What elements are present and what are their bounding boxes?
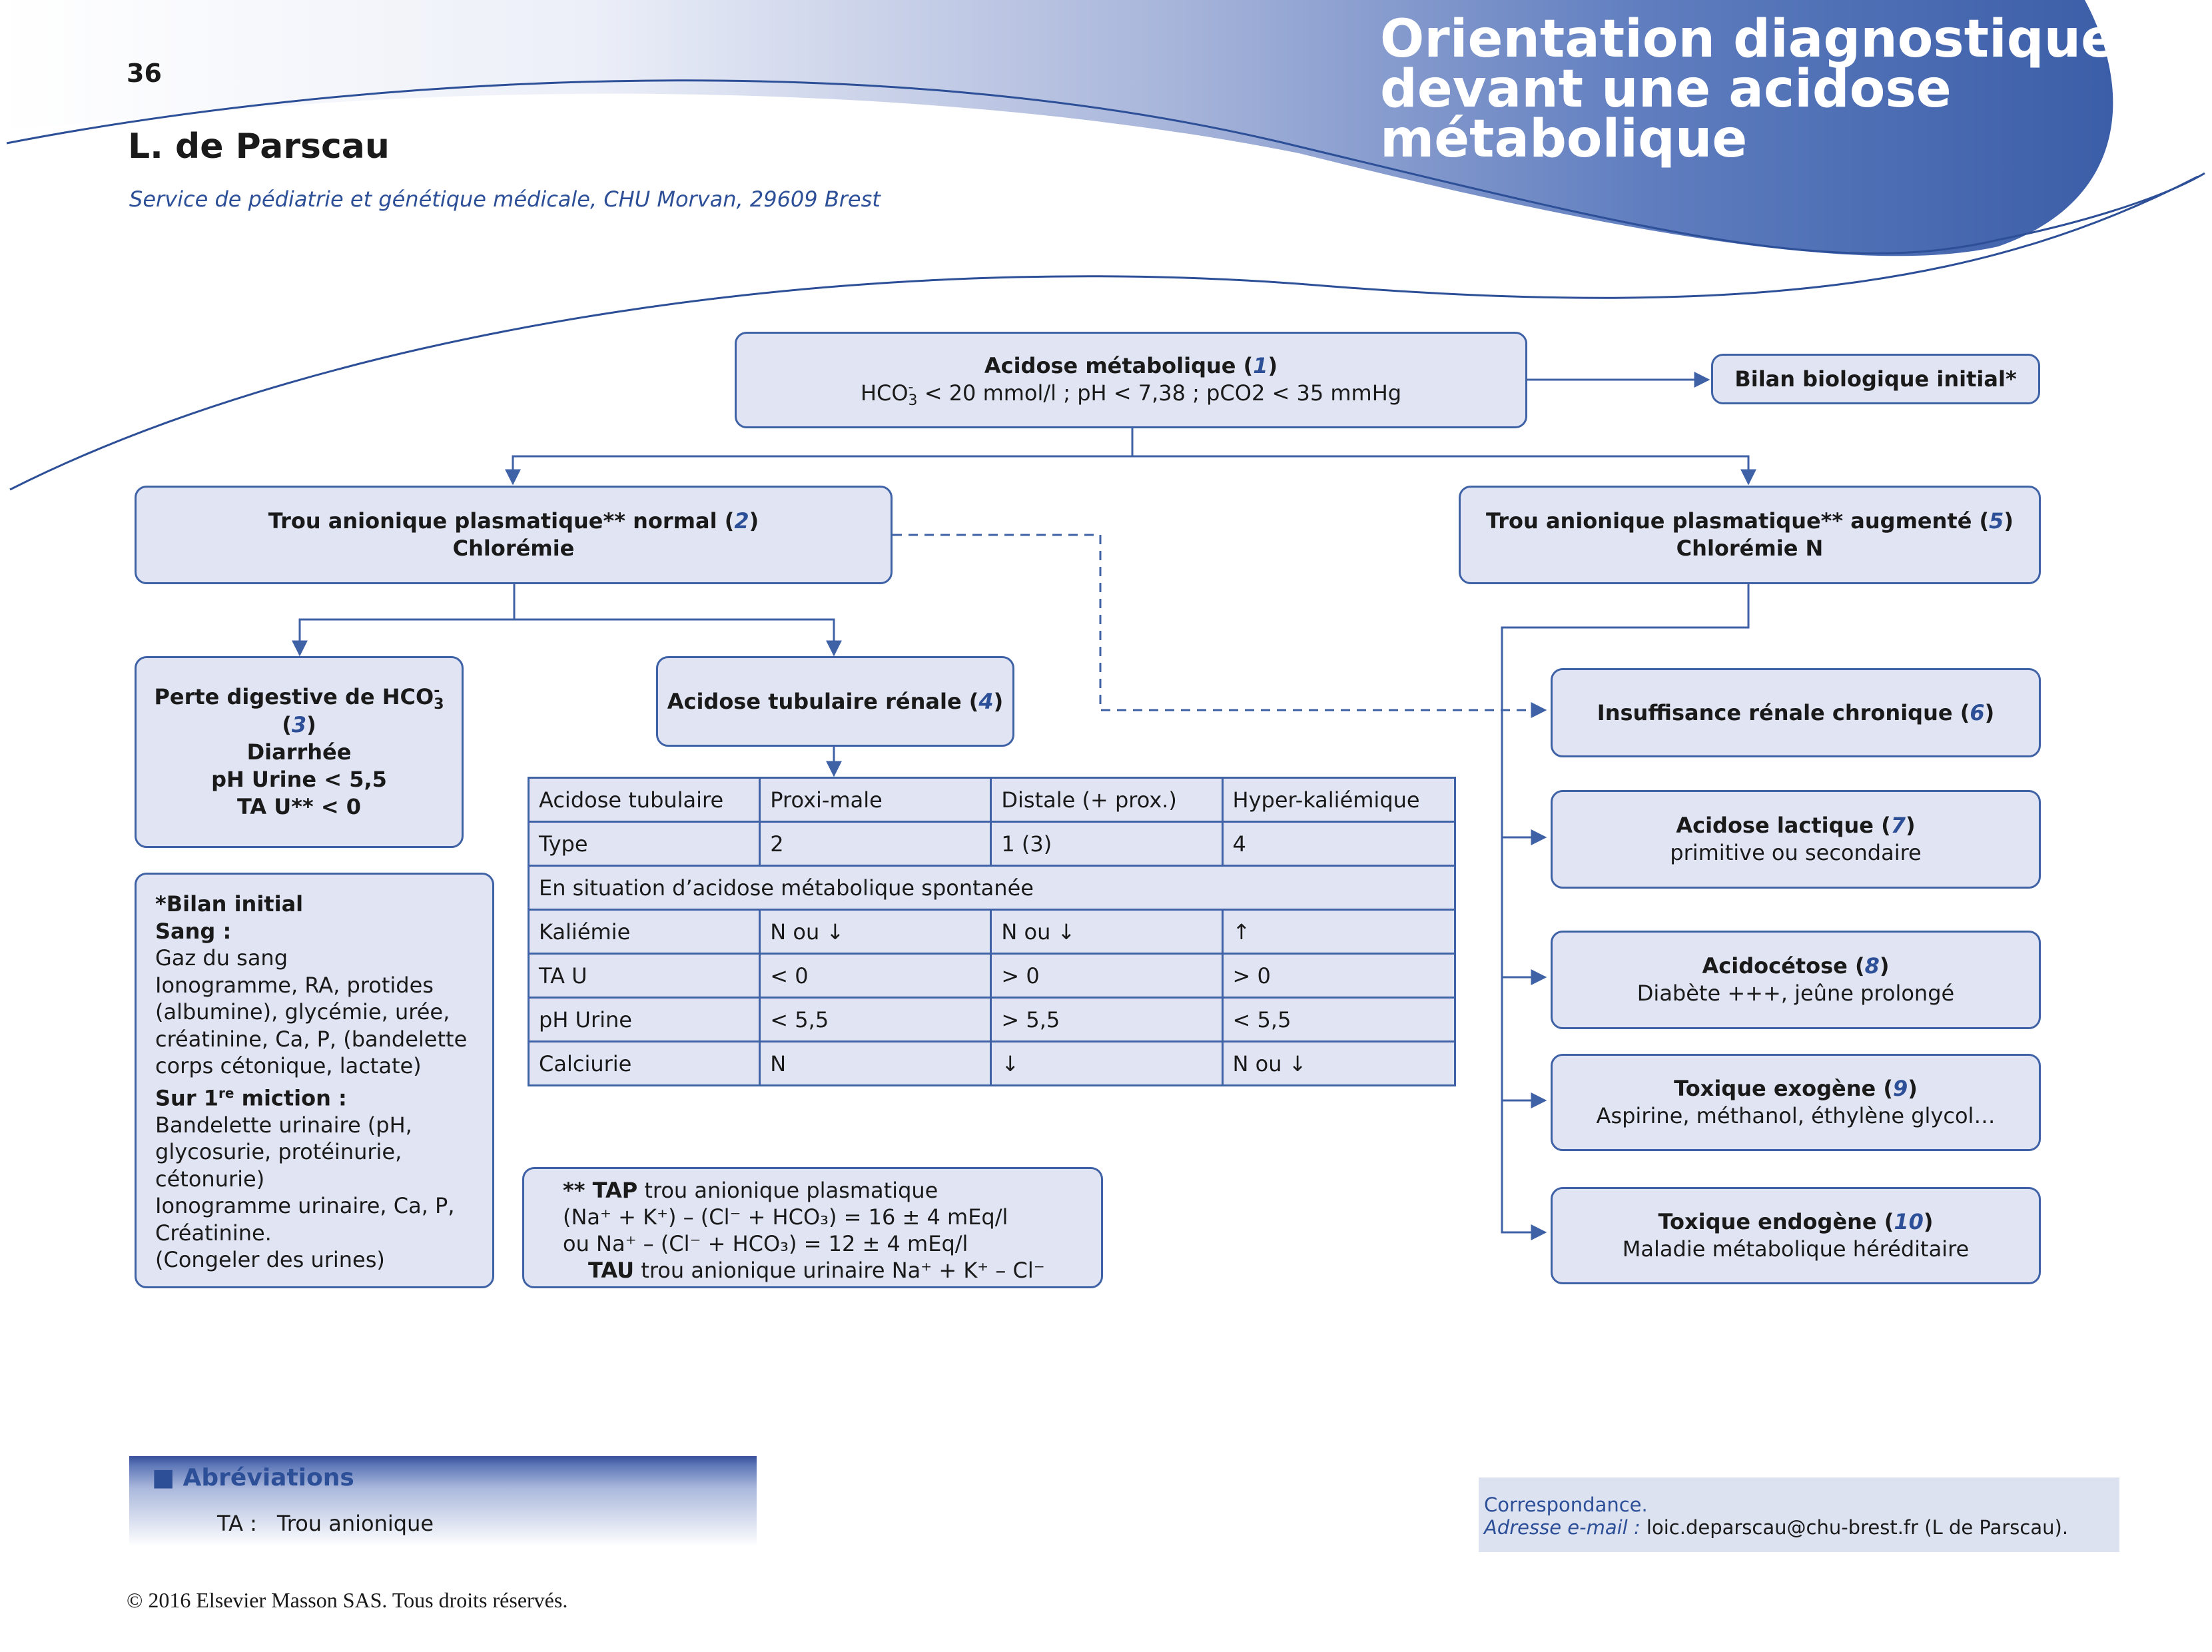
table-cell: Proxi-male	[759, 777, 992, 823]
table-row: Kaliémie N ou ↓ N ou ↓ ↑	[527, 909, 1457, 955]
table-cell: Calciurie	[527, 1040, 761, 1086]
table-cell: Distale (+ prox.)	[990, 777, 1224, 823]
table-header-row: Acidose tubulaire Proxi-male Distale (+ …	[527, 777, 1457, 823]
table-cell: N	[759, 1040, 992, 1086]
node-acidocetose: Acidocétose (8) Diabète +++, jeûne prolo…	[1551, 931, 2041, 1029]
table-cell: pH Urine	[527, 997, 761, 1042]
node-perte-digestive: Perte digestive de HCO-3 (3) Diarrhée pH…	[135, 656, 464, 848]
table-cell: ↑	[1221, 909, 1457, 955]
abbreviations-title: ■ Abréviations	[152, 1464, 354, 1491]
table-cell: Kaliémie	[527, 909, 761, 955]
table-cell: TA U	[527, 953, 761, 999]
table-row: Calciurie N ↓ N ou ↓	[527, 1040, 1457, 1086]
node-bilan-biologique-initial: Bilan biologique initial*	[1711, 354, 2040, 404]
table-cell: Type	[527, 821, 761, 867]
table-cell: < 0	[759, 953, 992, 999]
page-number: 36	[127, 59, 162, 88]
table-row: Type 2 1 (3) 4	[527, 821, 1457, 867]
node-toxique-exogene: Toxique exogène (9) Aspirine, méthanol, …	[1551, 1054, 2041, 1151]
acidose-tubulaire-table: Acidose tubulaire Proxi-male Distale (+ …	[527, 777, 1457, 1086]
node-acidose-tubulaire: Acidose tubulaire rénale (4)	[656, 656, 1014, 747]
table-row: TA U < 0 > 0 > 0	[527, 953, 1457, 999]
correspondence-label: Correspondance.	[1484, 1493, 1648, 1516]
table-cell: En situation d’acidose métabolique spont…	[528, 865, 1456, 911]
table-cell: N ou ↓	[759, 909, 992, 955]
abbreviations-band	[129, 1456, 757, 1547]
correspondence-email: Adresse e-mail : loic.deparscau@chu-bres…	[1484, 1516, 2069, 1539]
tap-definition-box: ** TAP trou anionique plasmatique (Na⁺ +…	[522, 1167, 1103, 1288]
abbreviation-item: TA :Trou anionique	[217, 1511, 434, 1536]
author-affiliation: Service de pédiatrie et génétique médica…	[129, 187, 881, 212]
node-acidose-metabolique: Acidose métabolique (1) HCO-3 < 20 mmol/…	[735, 332, 1527, 428]
table-cell: ↓	[990, 1040, 1224, 1086]
copyright-notice: © 2016 Elsevier Masson SAS. Tous droits …	[127, 1588, 568, 1612]
page-title: Orientation diagnostique devant une acid…	[1380, 9, 2117, 169]
table-cell: 1 (3)	[990, 821, 1224, 867]
table-row: pH Urine < 5,5 > 5,5 < 5,5	[527, 997, 1457, 1042]
table-cell: Acidose tubulaire	[527, 777, 761, 823]
table-row: En situation d’acidose métabolique spont…	[528, 865, 1456, 911]
node-trou-anionique-normal: Trou anionique plasmatique** normal (2) …	[135, 486, 893, 584]
table-cell: > 5,5	[990, 997, 1224, 1042]
table-cell: N ou ↓	[1221, 1040, 1457, 1086]
node-trou-anionique-augmente: Trou anionique plasmatique** augmenté (5…	[1459, 486, 2041, 584]
author-name: L. de Parscau	[128, 127, 390, 167]
table-cell: < 5,5	[759, 997, 992, 1042]
table-cell: < 5,5	[1221, 997, 1457, 1042]
table-cell: > 0	[1221, 953, 1457, 999]
table-cell: Hyper-kaliémique	[1221, 777, 1457, 823]
table-cell: 4	[1221, 821, 1457, 867]
node-toxique-endogene: Toxique endogène (10) Maladie métaboliqu…	[1551, 1187, 2041, 1284]
table-cell: 2	[759, 821, 992, 867]
table-cell: > 0	[990, 953, 1224, 999]
correspondence-box	[1479, 1477, 2119, 1552]
node-insuffisance-renale: Insuffisance rénale chronique (6)	[1551, 668, 2041, 757]
node-acidose-lactique: Acidose lactique (7) primitive ou second…	[1551, 790, 2041, 889]
bilan-initial-box: *Bilan initial Sang : Gaz du sang Ionogr…	[135, 873, 494, 1288]
table-cell: N ou ↓	[990, 909, 1224, 955]
